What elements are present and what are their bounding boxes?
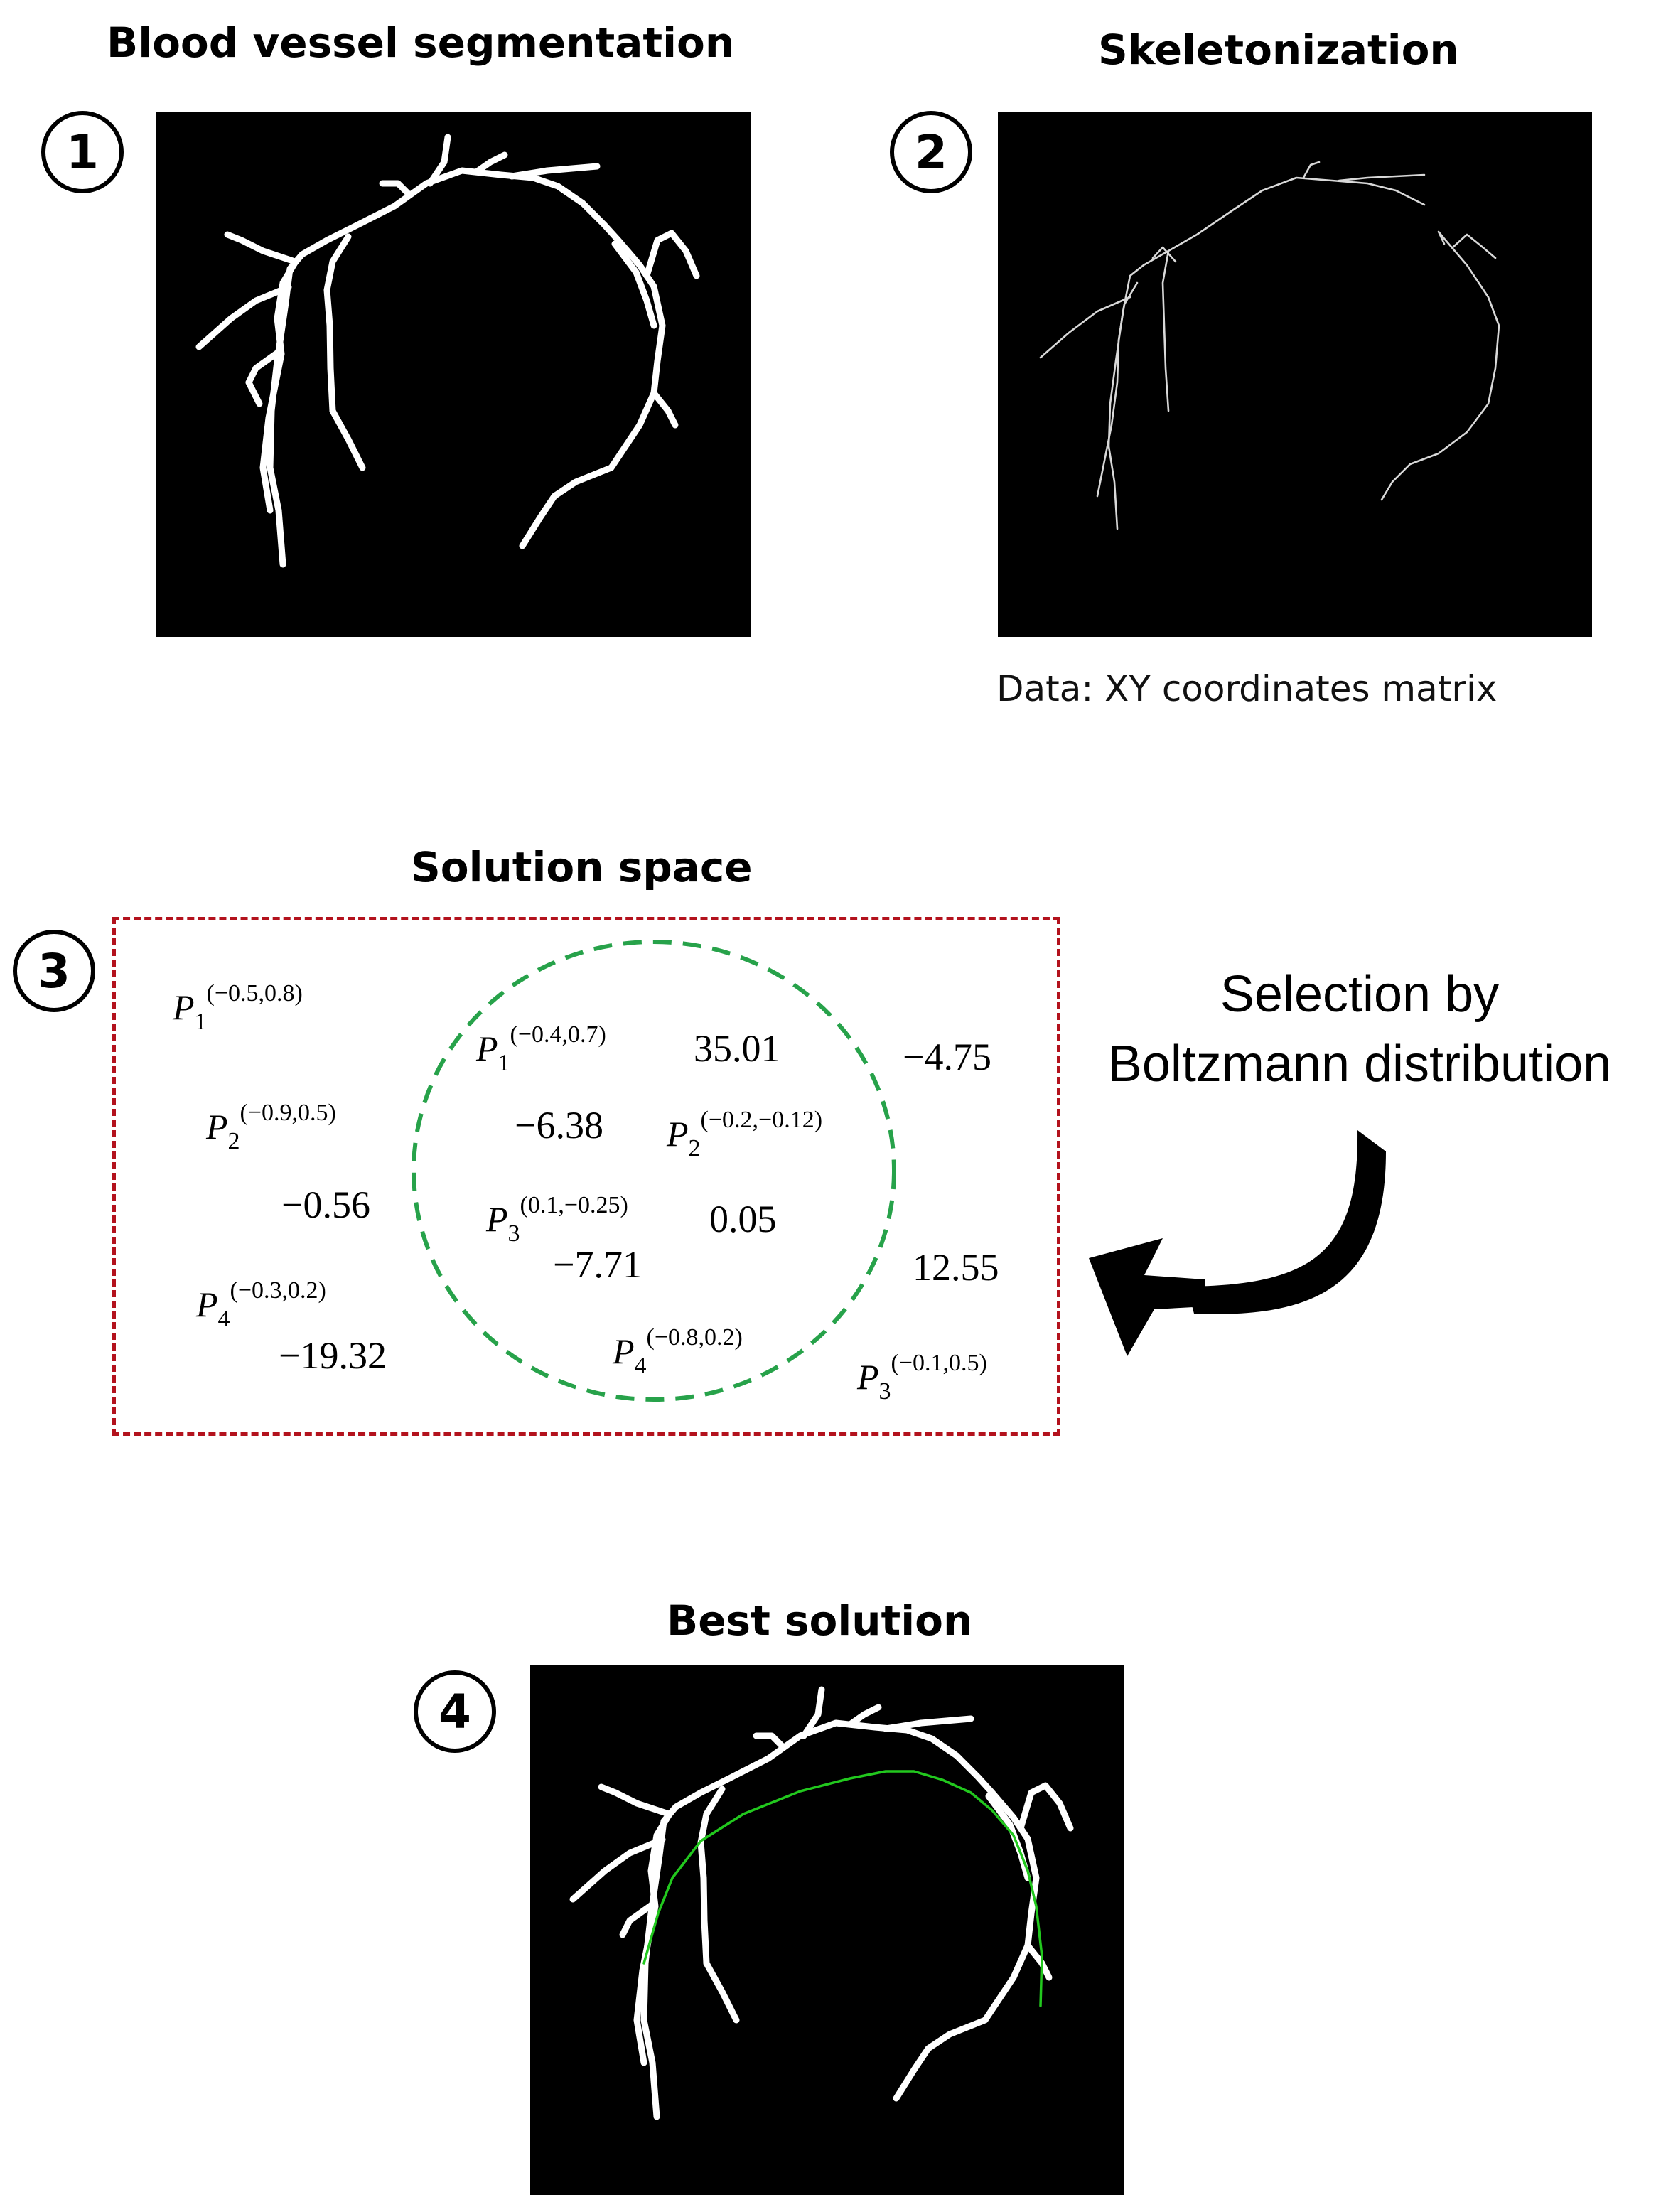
point-letter: P xyxy=(857,1357,879,1397)
point-superscript: (−0.4,0.7) xyxy=(510,1021,606,1048)
outside-value: 12.55 xyxy=(913,1246,999,1289)
step3-number-badge: 3 xyxy=(13,930,95,1012)
outside-point-p4: P4(−0.3,0.2) xyxy=(196,1279,326,1331)
point-superscript: (−0.2,−0.12) xyxy=(700,1107,823,1133)
point-letter: P xyxy=(667,1114,689,1154)
point-subscript: 2 xyxy=(227,1128,240,1154)
segmentation-image xyxy=(156,112,751,637)
point-subscript: 2 xyxy=(688,1135,701,1161)
selection-line-2: Boltzmann distribution xyxy=(1107,1036,1612,1092)
step4-number-badge: 4 xyxy=(414,1670,496,1753)
selection-line-1: Selection by xyxy=(1220,966,1500,1023)
inside-point-p4: P4(−0.8,0.2) xyxy=(613,1326,743,1378)
point-superscript: (0.1,−0.25) xyxy=(520,1192,628,1218)
point-subscript: 1 xyxy=(194,1009,207,1035)
inside-point-p1: P1(−0.4,0.7) xyxy=(476,1023,606,1075)
point-letter: P xyxy=(613,1331,635,1371)
best-solution-image xyxy=(530,1665,1124,2195)
outside-point-p1: P1 (−0.5,0.8) xyxy=(173,982,303,1034)
point-subscript: 1 xyxy=(498,1050,510,1076)
point-superscript: (−0.9,0.5) xyxy=(240,1100,336,1126)
point-subscript: 3 xyxy=(878,1378,891,1405)
outside-value: −4.75 xyxy=(903,1036,991,1078)
curved-arrow-icon xyxy=(1089,1130,1386,1356)
outside-value: −19.32 xyxy=(279,1334,387,1377)
selection-circle xyxy=(412,940,896,1402)
step2-title: Skeletonization xyxy=(1098,26,1459,74)
inside-point-p2: P2(−0.2,−0.12) xyxy=(667,1108,822,1161)
point-subscript: 3 xyxy=(507,1220,520,1247)
selection-label: Selection by Boltzmann distribution xyxy=(1072,960,1647,1099)
solution-space-box xyxy=(112,917,1060,1436)
skeleton-image xyxy=(998,112,1592,637)
inside-point-p3: P3(0.1,−0.25) xyxy=(486,1193,628,1246)
point-subscript: 4 xyxy=(217,1306,230,1332)
point-superscript: (−0.3,0.2) xyxy=(230,1277,326,1304)
step2-number-badge: 2 xyxy=(890,111,972,193)
point-letter: P xyxy=(196,1284,218,1324)
step4-title: Best solution xyxy=(667,1596,973,1645)
step1-title: Blood vessel segmentation xyxy=(107,18,735,67)
step3-title: Solution space xyxy=(411,843,753,891)
point-superscript: (−0.1,0.5) xyxy=(891,1350,987,1376)
inside-value: 0.05 xyxy=(709,1198,777,1240)
point-letter: P xyxy=(173,987,195,1027)
point-subscript: 4 xyxy=(634,1353,647,1379)
point-letter: P xyxy=(206,1107,228,1147)
inside-value: 35.01 xyxy=(694,1027,780,1070)
outside-value: −0.56 xyxy=(281,1183,370,1226)
skeleton-data-caption: Data: XY coordinates matrix xyxy=(996,668,1498,709)
point-superscript: (−0.8,0.2) xyxy=(646,1324,743,1351)
outside-point-p3: P3(−0.1,0.5) xyxy=(857,1351,987,1404)
point-letter: P xyxy=(476,1029,498,1068)
step1-number-badge: 1 xyxy=(41,111,124,193)
point-letter: P xyxy=(486,1199,508,1239)
fit-curve xyxy=(642,1770,1043,2007)
point-superscript: (−0.5,0.8) xyxy=(206,980,303,1006)
inside-value: −6.38 xyxy=(515,1104,603,1147)
outside-point-p2: P2(−0.9,0.5) xyxy=(206,1101,336,1154)
inside-value: −7.71 xyxy=(553,1243,642,1286)
